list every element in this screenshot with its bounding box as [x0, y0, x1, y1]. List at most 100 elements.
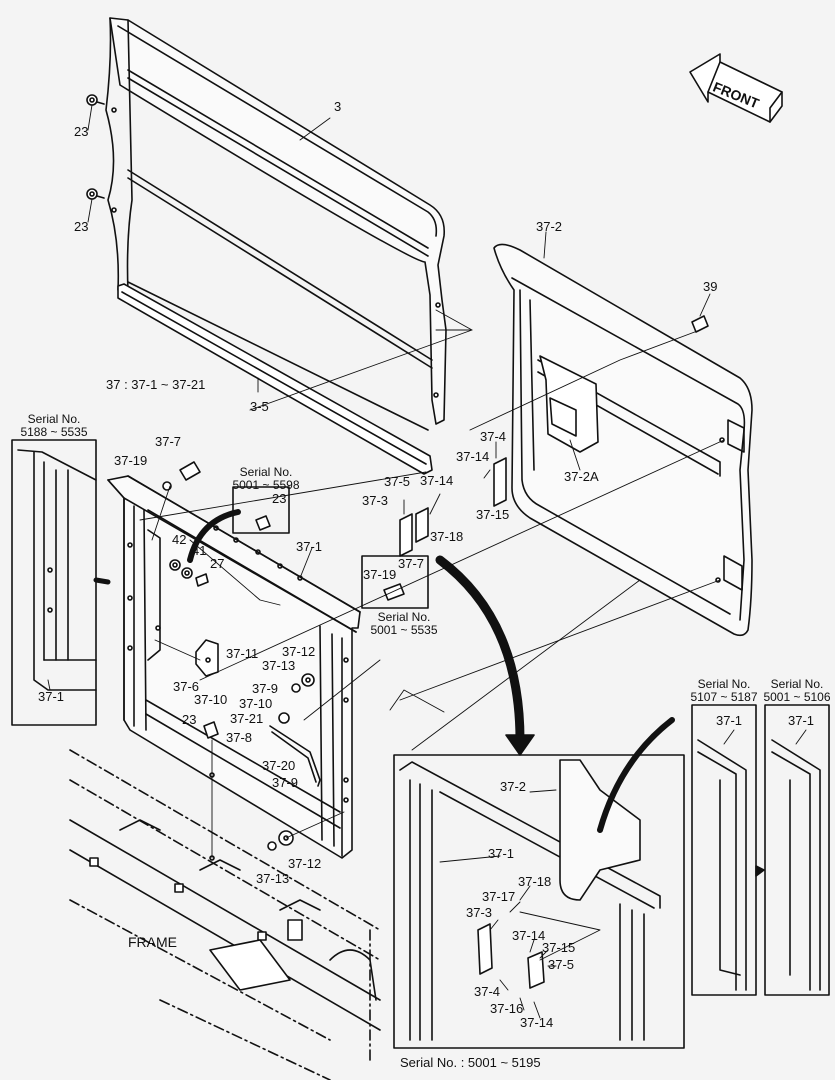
washer-41: [181, 567, 193, 579]
inset-5106-frame: [771, 739, 821, 991]
nut-37-13b: [267, 841, 277, 851]
bolt-39: [691, 315, 709, 333]
serial-left-range: 5188 ~ 5535: [20, 425, 88, 439]
part-37-7-b: 37-7: [398, 556, 425, 571]
part-23-d: 23: [182, 712, 197, 727]
bolt-37-7: [179, 461, 201, 481]
inset-part-37-5: 37-5: [548, 957, 575, 972]
serial-r2-range: 5001 ~ 5106: [763, 690, 831, 704]
serial-mid2-title: Serial No.: [377, 610, 431, 624]
rear-panel-3: [105, 17, 447, 475]
part-37-6: 37-6: [173, 679, 200, 694]
part-3: 3: [334, 99, 342, 114]
serial-left-title: Serial No.: [27, 412, 81, 426]
part-37-1-left: 37-1: [38, 689, 65, 704]
frame-label: FRAME: [128, 934, 177, 950]
part-42: 42: [172, 532, 187, 547]
leader-lines: [47, 104, 807, 1019]
bolt-23-upper: [86, 94, 105, 106]
serial-r1-title: Serial No.: [697, 677, 751, 691]
serial-r1: Serial No. 5107 ~ 5187: [688, 678, 760, 704]
part-23-c: 23: [272, 491, 287, 506]
serial-mid2-range: 5001 ~ 5535: [370, 623, 438, 637]
bolt-23-frame: [203, 721, 219, 739]
inset-box-left: [11, 439, 97, 726]
inset-part-37-3: 37-3: [466, 905, 493, 920]
inset-part-37-1: 37-1: [488, 846, 515, 861]
part-37-18: 37-18: [430, 529, 464, 544]
front-arrow: [689, 53, 783, 123]
part-37-4: 37-4: [480, 429, 507, 444]
part-37-14-a: 37-14: [456, 449, 490, 464]
part-37-12-b: 37-12: [288, 856, 322, 871]
part-23-a: 23: [74, 124, 89, 139]
inset-part-37-15: 37-15: [542, 940, 576, 955]
part-37-9: 37-9: [252, 681, 279, 696]
bracket-37-3: [399, 513, 413, 557]
r-inset-37-1-b: 37-1: [788, 713, 815, 728]
part-37-13: 37-13: [262, 658, 296, 673]
part-37-1: 37-1: [296, 539, 323, 554]
part-37-5: 37-5: [384, 474, 411, 489]
serial-mid2: Serial No. 5001 ~ 5535: [366, 611, 442, 637]
inset-box-5187: [691, 704, 757, 996]
part-41: 41: [192, 543, 207, 558]
inset-box-5535: [361, 555, 429, 609]
part-37-2a: 37-2A: [564, 469, 599, 484]
part-37-10-b: 37-10: [239, 696, 273, 711]
serial-left: Serial No. 5188 ~ 5535: [14, 413, 94, 439]
part-27: 27: [210, 556, 225, 571]
washer-37-12: [301, 673, 315, 687]
inset-part-37-16: 37-16: [490, 1001, 524, 1016]
part-23-b: 23: [74, 219, 89, 234]
part-37-10: 37-10: [194, 692, 228, 707]
washer-42: [169, 559, 181, 571]
curved-arrow-2: [597, 717, 675, 833]
part-37-20: 37-20: [262, 758, 296, 773]
inset-box-5598: [232, 486, 290, 534]
curved-arrow-3: [187, 509, 241, 563]
part-37-8: 37-8: [226, 730, 253, 745]
serial-bottom: Serial No. : 5001 ~ 5195: [400, 1055, 541, 1070]
part-37-19-b: 37-19: [363, 567, 397, 582]
inset-part-37-2: 37-2: [500, 779, 527, 794]
part-3-5: 3-5: [250, 399, 269, 414]
inset-part-37-18: 37-18: [518, 874, 552, 889]
inset-box-detail: [393, 754, 685, 1049]
part-37-2: 37-2: [536, 219, 563, 234]
inset-box-5106: [764, 704, 830, 996]
part-37-19: 37-19: [114, 453, 148, 468]
serial-mid: Serial No. 5001 ~ 5598: [228, 466, 304, 492]
inset-part-37-14-b: 37-14: [520, 1015, 554, 1030]
part-37-13-b: 37-13: [256, 871, 290, 886]
part-37-21: 37-21: [230, 711, 264, 726]
door-37-2: [493, 243, 753, 637]
bracket-37-5: [415, 507, 429, 543]
washer-37-10: [278, 712, 290, 724]
part-37-14-b: 37-14: [420, 473, 454, 488]
inset-part-37-14: 37-14: [512, 928, 546, 943]
serial-r2: Serial No. 5001 ~ 5106: [761, 678, 833, 704]
inset-part-37-17: 37-17: [482, 889, 516, 904]
part-37-7: 37-7: [155, 434, 182, 449]
rod-37-8: [269, 725, 321, 787]
part-37-3: 37-3: [362, 493, 389, 508]
inset-5187-frame: [697, 739, 747, 991]
serial-mid-range: 5001 ~ 5598: [232, 478, 300, 492]
serial-r1-range: 5107 ~ 5187: [690, 690, 758, 704]
bolt-27: [195, 573, 209, 587]
left-frame: [17, 449, 97, 691]
serial-r2-title: Serial No.: [770, 677, 824, 691]
detail-frame: [399, 759, 661, 1041]
bracket-37-4: [493, 457, 507, 507]
part-39: 39: [703, 279, 718, 294]
part-37-9-b: 37-9: [272, 775, 299, 790]
bolt-23-lower: [86, 188, 105, 200]
curved-arrow-4: [93, 577, 111, 585]
part-37-11: 37-11: [226, 646, 259, 661]
part-37-15-a: 37-15: [476, 507, 510, 522]
r-inset-37-1-a: 37-1: [716, 713, 743, 728]
group-note: 37 : 37-1 ~ 37-21: [106, 377, 206, 392]
inset-part-37-4: 37-4: [474, 984, 501, 999]
